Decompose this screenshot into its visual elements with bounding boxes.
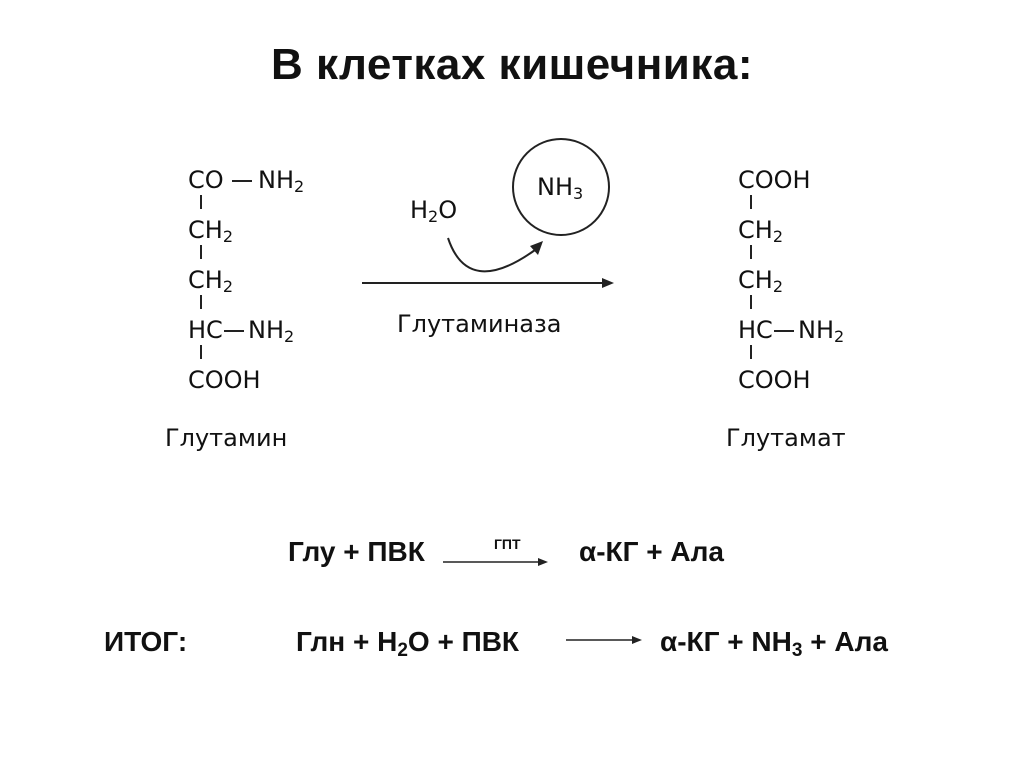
eq2-arrowhead <box>632 636 642 644</box>
enzyme-label: Глутаминаза <box>397 310 562 338</box>
glutamate-hc: HC <box>738 316 773 344</box>
bond-2 <box>750 245 752 259</box>
glutamate-name: Глутамат <box>726 424 846 452</box>
main-arrowhead <box>602 278 614 288</box>
glutamine-name: Глутамин <box>165 424 288 452</box>
glutamine-ch2-2: CH2 <box>188 266 233 296</box>
curved-arrow <box>447 237 536 273</box>
ammonia-circle <box>512 138 610 236</box>
glutamine-hc: HC <box>188 316 223 344</box>
glutamate-ch2-2: CH2 <box>738 266 783 296</box>
glutamine-alpha-nh2: NH2 <box>248 316 295 346</box>
glutamine-amide-nh2: NH2 <box>258 166 305 196</box>
glutamine-co: CO <box>188 166 224 194</box>
eq2-label: ИТОГ: <box>104 626 188 657</box>
bond-co-nh2 <box>232 180 252 182</box>
glutamate-cooh-bottom: COOH <box>738 366 811 394</box>
bond-hc-nh2 <box>774 330 794 332</box>
glutamine-ch2-1: CH2 <box>188 216 233 246</box>
bond-1 <box>750 195 752 209</box>
bond-hc-nh2 <box>224 330 244 332</box>
eq1-arrowhead <box>538 558 548 566</box>
ammonia-label: NH3 <box>537 173 584 203</box>
bond-4 <box>200 345 202 359</box>
eq2-reactants: Глн + H2O + ПВК <box>296 626 520 661</box>
bond-3 <box>200 295 202 309</box>
glutamate-alpha-nh2: NH2 <box>798 316 845 346</box>
water-label: H2O <box>410 196 458 226</box>
bond-4 <box>750 345 752 359</box>
eq1-catalyst: ГПТ <box>494 536 521 552</box>
glutamate-ch2-1: CH2 <box>738 216 783 246</box>
eq2-products: α-КГ + NH3 + Ала <box>660 626 888 661</box>
bond-2 <box>200 245 202 259</box>
page-title: В клетках кишечника: <box>271 40 753 89</box>
glutamate-cooh-top: COOH <box>738 166 811 194</box>
glutamine-cooh: COOH <box>188 366 261 394</box>
eq1-reactants: Глу + ПВК <box>288 536 425 567</box>
curved-arrowhead <box>530 241 543 255</box>
bond-1 <box>200 195 202 209</box>
eq1-products: α-КГ + Ала <box>579 536 724 567</box>
bond-3 <box>750 295 752 309</box>
